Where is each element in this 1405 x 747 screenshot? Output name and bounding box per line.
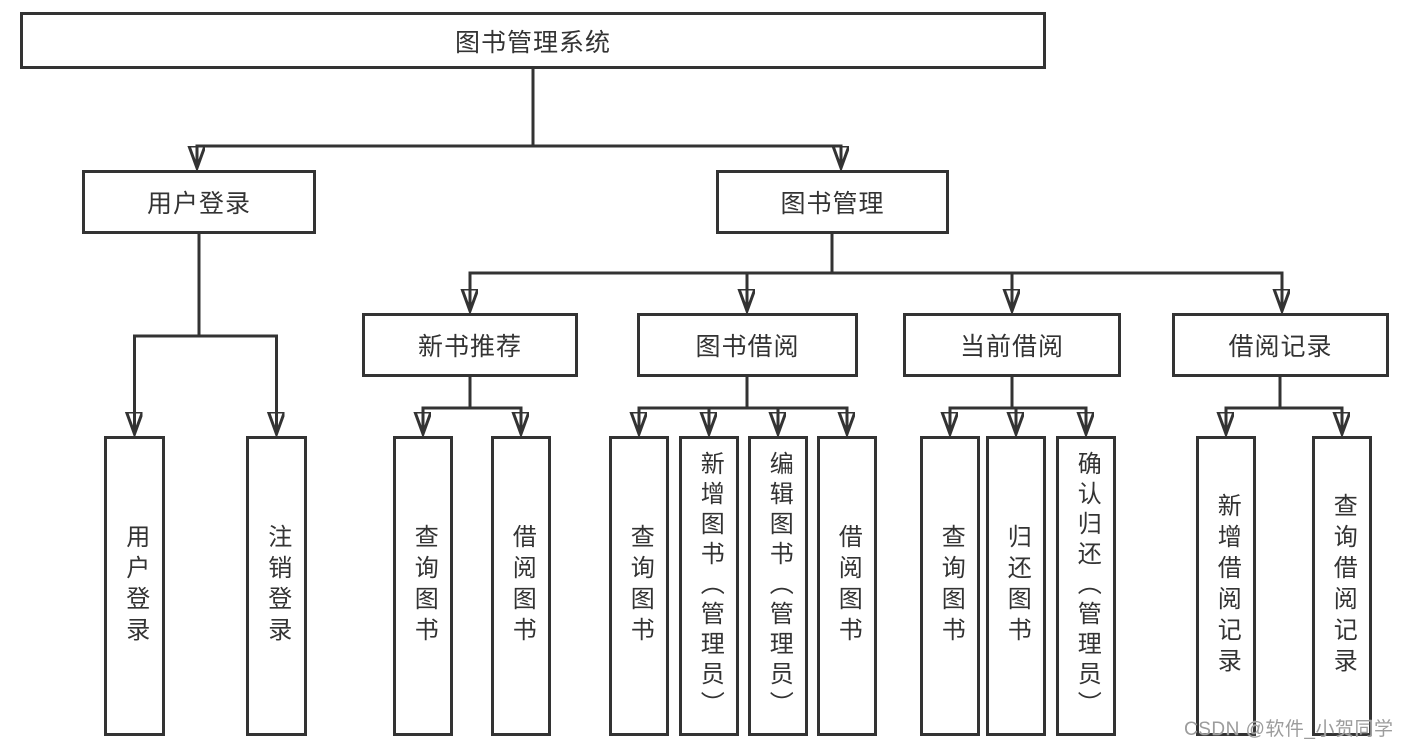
leaf-records-query-record-label: 查询借阅记录 xyxy=(1329,493,1357,679)
leaf-borrow-add-books-admin: 新增图书（管理员） xyxy=(679,436,739,736)
leaf-current-return-books-label: 归还图书 xyxy=(1003,524,1031,648)
csdn-watermark: CSDN @软件_小贺同学 xyxy=(1184,719,1394,740)
node-book-management: 图书管理 xyxy=(716,170,949,234)
node-user-login: 用户登录 xyxy=(82,170,316,234)
node-new-book-recommendation-label: 新书推荐 xyxy=(417,333,522,361)
node-current-borrowing-label: 当前借阅 xyxy=(959,333,1064,361)
node-new-book-recommendation: 新书推荐 xyxy=(362,313,578,377)
leaf-current-confirm-return-admin: 确认归还（管理员） xyxy=(1056,436,1116,736)
leaf-borrow-borrow-books-label: 借阅图书 xyxy=(834,524,862,648)
leaf-current-confirm-return-admin-label: 确认归还（管理员） xyxy=(1073,451,1101,721)
leaf-newrec-query-books-label: 查询图书 xyxy=(410,524,438,648)
node-book-borrowing: 图书借阅 xyxy=(637,313,858,377)
leaf-borrow-edit-books-admin: 编辑图书（管理员） xyxy=(748,436,808,736)
node-book-borrowing-label: 图书借阅 xyxy=(695,333,800,361)
node-borrowing-records: 借阅记录 xyxy=(1172,313,1389,377)
leaf-records-add-record: 新增借阅记录 xyxy=(1196,436,1256,736)
leaf-records-add-record-label: 新增借阅记录 xyxy=(1213,493,1241,679)
leaf-records-query-record: 查询借阅记录 xyxy=(1312,436,1372,736)
leaf-newrec-borrow-books-label: 借阅图书 xyxy=(508,524,536,648)
leaf-current-query-books: 查询图书 xyxy=(920,436,980,736)
leaf-borrow-add-books-admin-label: 新增图书（管理员） xyxy=(696,451,724,721)
node-borrowing-records-label: 借阅记录 xyxy=(1228,333,1333,361)
node-book-management-label: 图书管理 xyxy=(780,190,885,218)
leaf-borrow-edit-books-admin-label: 编辑图书（管理员） xyxy=(765,451,793,721)
leaf-logout-label: 注销登录 xyxy=(263,524,291,648)
leaf-borrow-query-books: 查询图书 xyxy=(609,436,669,736)
leaf-borrow-query-books-label: 查询图书 xyxy=(626,524,654,648)
node-library-system-label: 图书管理系统 xyxy=(454,28,611,57)
node-current-borrowing: 当前借阅 xyxy=(903,313,1121,377)
leaf-current-return-books: 归还图书 xyxy=(986,436,1046,736)
leaf-user-login-label: 用户登录 xyxy=(121,524,149,648)
leaf-user-login: 用户登录 xyxy=(104,436,165,736)
leaf-current-query-books-label: 查询图书 xyxy=(937,524,965,648)
leaf-logout: 注销登录 xyxy=(246,436,307,736)
leaf-borrow-borrow-books: 借阅图书 xyxy=(817,436,877,736)
node-user-login-label: 用户登录 xyxy=(146,190,251,218)
leaf-newrec-borrow-books: 借阅图书 xyxy=(491,436,551,736)
node-library-system: 图书管理系统 xyxy=(20,12,1046,69)
leaf-newrec-query-books: 查询图书 xyxy=(393,436,453,736)
